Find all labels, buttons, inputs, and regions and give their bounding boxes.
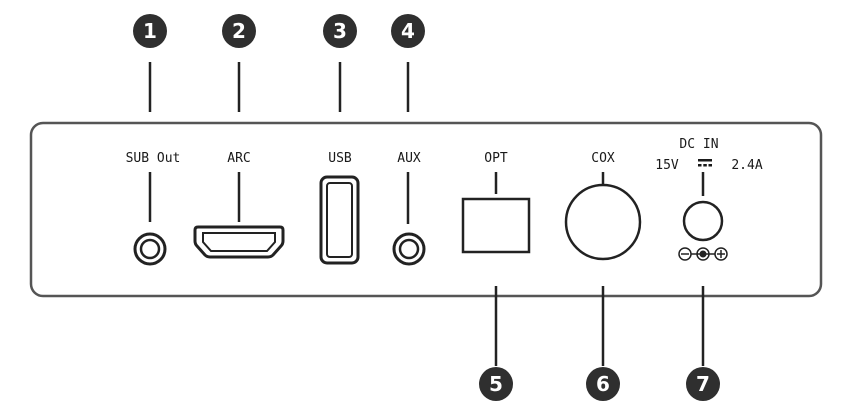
sub-out-jack-icon [133, 232, 167, 266]
arc-label: ARC [227, 151, 250, 166]
dc-current-icon [698, 159, 712, 167]
hdmi-arc-port-icon [193, 225, 285, 259]
svg-text:6: 6 [596, 372, 610, 396]
callout-badge-2: 2 [222, 14, 256, 48]
dc-in-jack-icon [682, 200, 724, 242]
callout-badge-1: 1 [133, 14, 167, 48]
dc-current-label: 2.4A [731, 158, 762, 173]
coaxial-port-icon [564, 183, 642, 261]
aux-label: AUX [397, 151, 421, 166]
usb-label: USB [328, 151, 352, 166]
svg-text:5: 5 [489, 372, 503, 396]
callout-badge-5: 5 [479, 367, 513, 401]
dc-voltage-label: 15V [655, 158, 679, 173]
aux-jack-icon [392, 232, 426, 266]
callout-badge-6: 6 [586, 367, 620, 401]
optical-port-icon [461, 197, 531, 254]
callout-badge-4: 4 [391, 14, 425, 48]
svg-text:4: 4 [401, 19, 415, 43]
callout-badge-7: 7 [686, 367, 720, 401]
polarity-icon [678, 247, 728, 261]
svg-text:1: 1 [143, 19, 157, 43]
callout-badge-3: 3 [323, 14, 357, 48]
opt-label: OPT [484, 151, 508, 166]
dc-in-label: DC IN [679, 137, 718, 152]
svg-text:7: 7 [696, 372, 710, 396]
svg-text:3: 3 [333, 19, 347, 43]
cox-label: COX [591, 151, 615, 166]
sub-out-label: SUB Out [126, 151, 181, 166]
svg-text:2: 2 [232, 19, 246, 43]
usb-port-icon [319, 175, 360, 265]
